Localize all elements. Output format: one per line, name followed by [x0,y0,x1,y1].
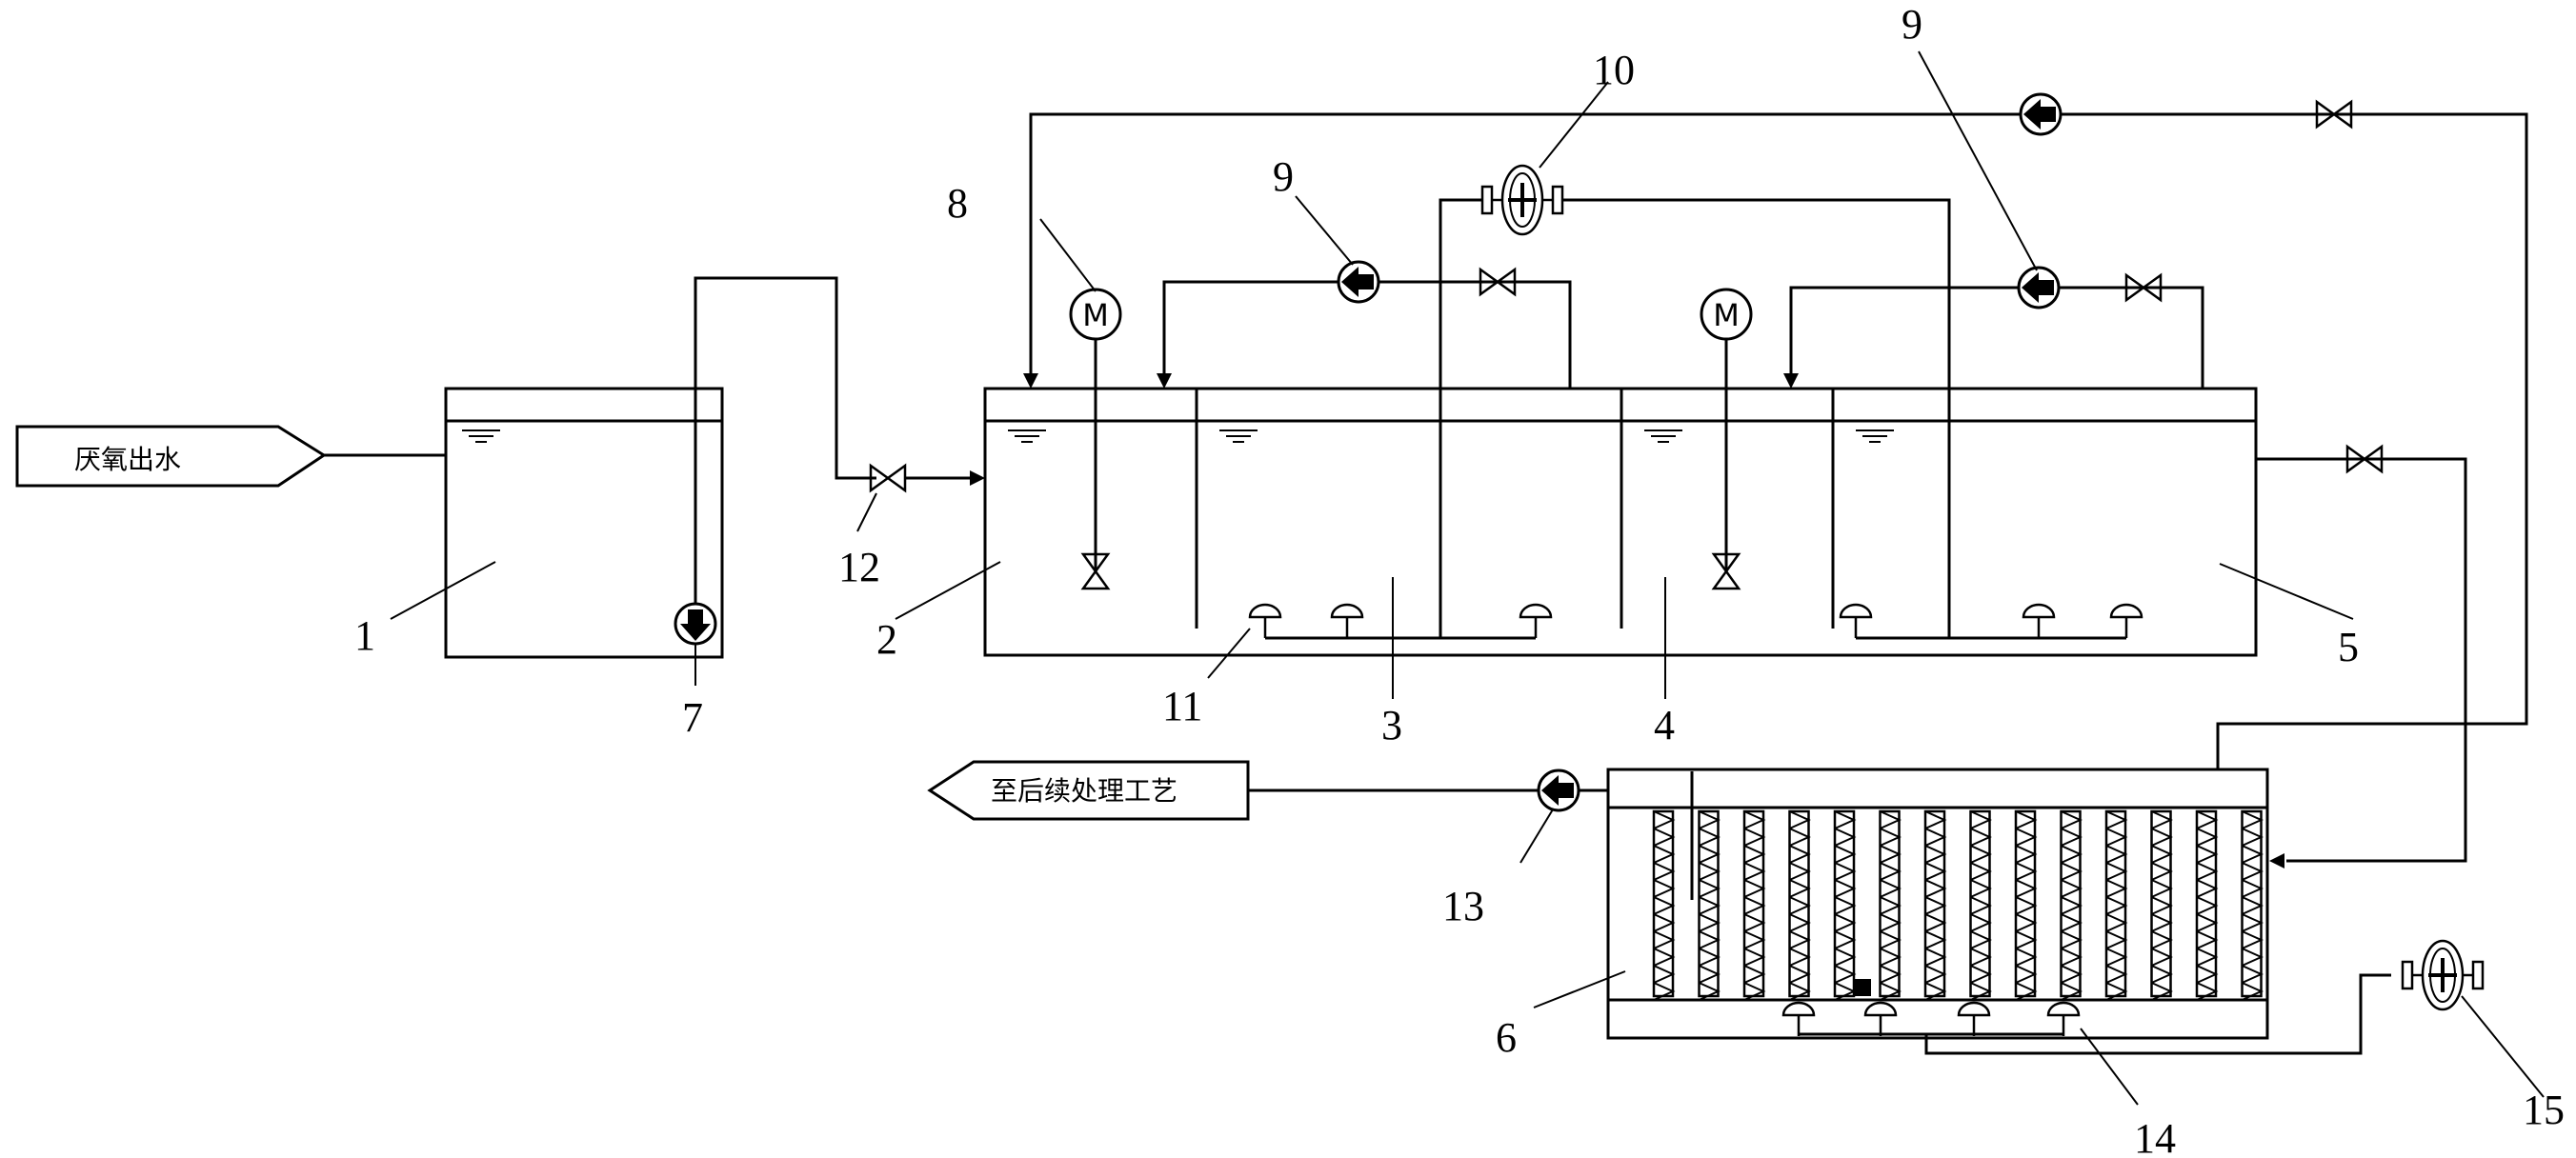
arrow-icon [2022,272,2054,303]
callout-1: 1 [354,612,375,659]
sludge-return-pipe-top [1029,112,2191,376]
membrane-hatch [1653,810,1676,1001]
mbr-air-pipe [1924,973,2391,1055]
membrane-hatch [1970,810,1992,1001]
aerator-icon [1248,603,1282,640]
membrane-hatch [1699,810,1721,1001]
aerator-icon [1839,603,1873,640]
aerator-icon [2109,603,2143,640]
aerator-icon [1781,1001,1816,1038]
callout-8: 8 [947,180,968,227]
leader-lines [390,50,2545,1106]
membrane-hatch [1834,810,1857,1001]
callout-11: 11 [1162,683,1202,729]
callout-15: 15 [2523,1087,2565,1133]
callout-3: 3 [1381,702,1402,749]
aerator-icon [2022,603,2056,640]
reactor-to-mbr-pipe [2256,457,2467,863]
membrane-sensor [1854,979,1871,996]
callout-14: 14 [2134,1115,2176,1158]
blower-10 [1480,164,1564,236]
callout-2: 2 [876,616,897,663]
water-level-icon [461,429,501,443]
pipe-tank1-to-reactor [694,276,876,614]
return-pump [2019,92,2063,136]
membrane-hatch [1743,810,1766,1001]
aerator-icon [1519,603,1553,640]
inlet-flag: 厌氧出水 [15,425,327,488]
aerator-icon [1957,1001,1991,1038]
callout-10: 10 [1593,47,1635,93]
arrow-icon [1341,267,1374,297]
arrow-icon [1783,373,1799,389]
membrane-hatch [2151,810,2173,1001]
callout-4: 4 [1654,702,1675,749]
pump-9-right [2017,266,2061,309]
aerator-icon [1330,603,1364,640]
mixer-8: M [1069,288,1122,590]
callout-5: 5 [2338,624,2359,670]
callout-9-left: 9 [1273,153,1294,200]
main-reactor [983,387,2258,657]
mixer-second: M [1700,288,1753,590]
pump-13 [1537,769,1580,812]
aerator-icon [2046,1001,2081,1038]
callout-9-right: 9 [1902,1,1922,48]
callout-7: 7 [682,694,703,741]
aerator-icon [1863,1001,1898,1038]
membrane-hatch [2015,810,2038,1001]
aeration-grid-3 [1248,603,1553,640]
arrow-icon [1023,373,1038,389]
callout-13: 13 [1442,883,1484,929]
aeration-grid-5 [1839,603,2143,640]
motor-letter: M [1082,297,1109,333]
arrow-icon [970,470,985,486]
membrane-hatch [1880,810,1902,1001]
membrane-hatch [2061,810,2083,1001]
pump-9-left [1337,260,1380,304]
water-level-icon [1643,429,1683,443]
callout-6: 6 [1496,1014,1517,1061]
membrane-hatch [1924,810,1947,1001]
sludge-return-pipe-right [2191,112,2528,769]
arrow-icon [680,609,711,641]
arrow-icon [2023,99,2056,130]
membrane-hatch [2242,810,2264,1001]
aeration-grid-14 [1781,1001,2081,1038]
membrane-modules [1652,809,2264,1001]
membrane-hatch [2196,810,2219,1001]
blower-15 [2401,939,2485,1011]
water-level-icon [1007,429,1047,443]
air-pipe [1439,198,1482,638]
tank-1 [444,387,724,659]
water-level-icon [1218,429,1258,443]
outlet-label: 至后续处理工艺 [991,775,1177,807]
arrow-icon [2269,853,2284,868]
recycle-pipe-right [1789,286,2204,389]
callout-12: 12 [838,544,880,590]
arrow-icon [1157,373,1172,389]
water-level-icon [1855,429,1895,443]
membrane-hatch [1789,810,1811,1001]
motor-letter: M [1713,297,1740,333]
mbr-tank-6 [1606,768,2269,1040]
callout-numbers: 1 2 3 4 5 6 7 8 9 9 10 11 12 13 14 15 [354,1,2565,1158]
arrow-icon [1541,775,1574,806]
inlet-label: 厌氧出水 [74,444,181,475]
outlet-flag: 至后续处理工艺 [927,760,1250,821]
pump-7 [674,602,717,646]
air-pipe [1562,198,1951,638]
membrane-hatch [2105,810,2128,1001]
effluent-pipe [1248,789,1610,792]
